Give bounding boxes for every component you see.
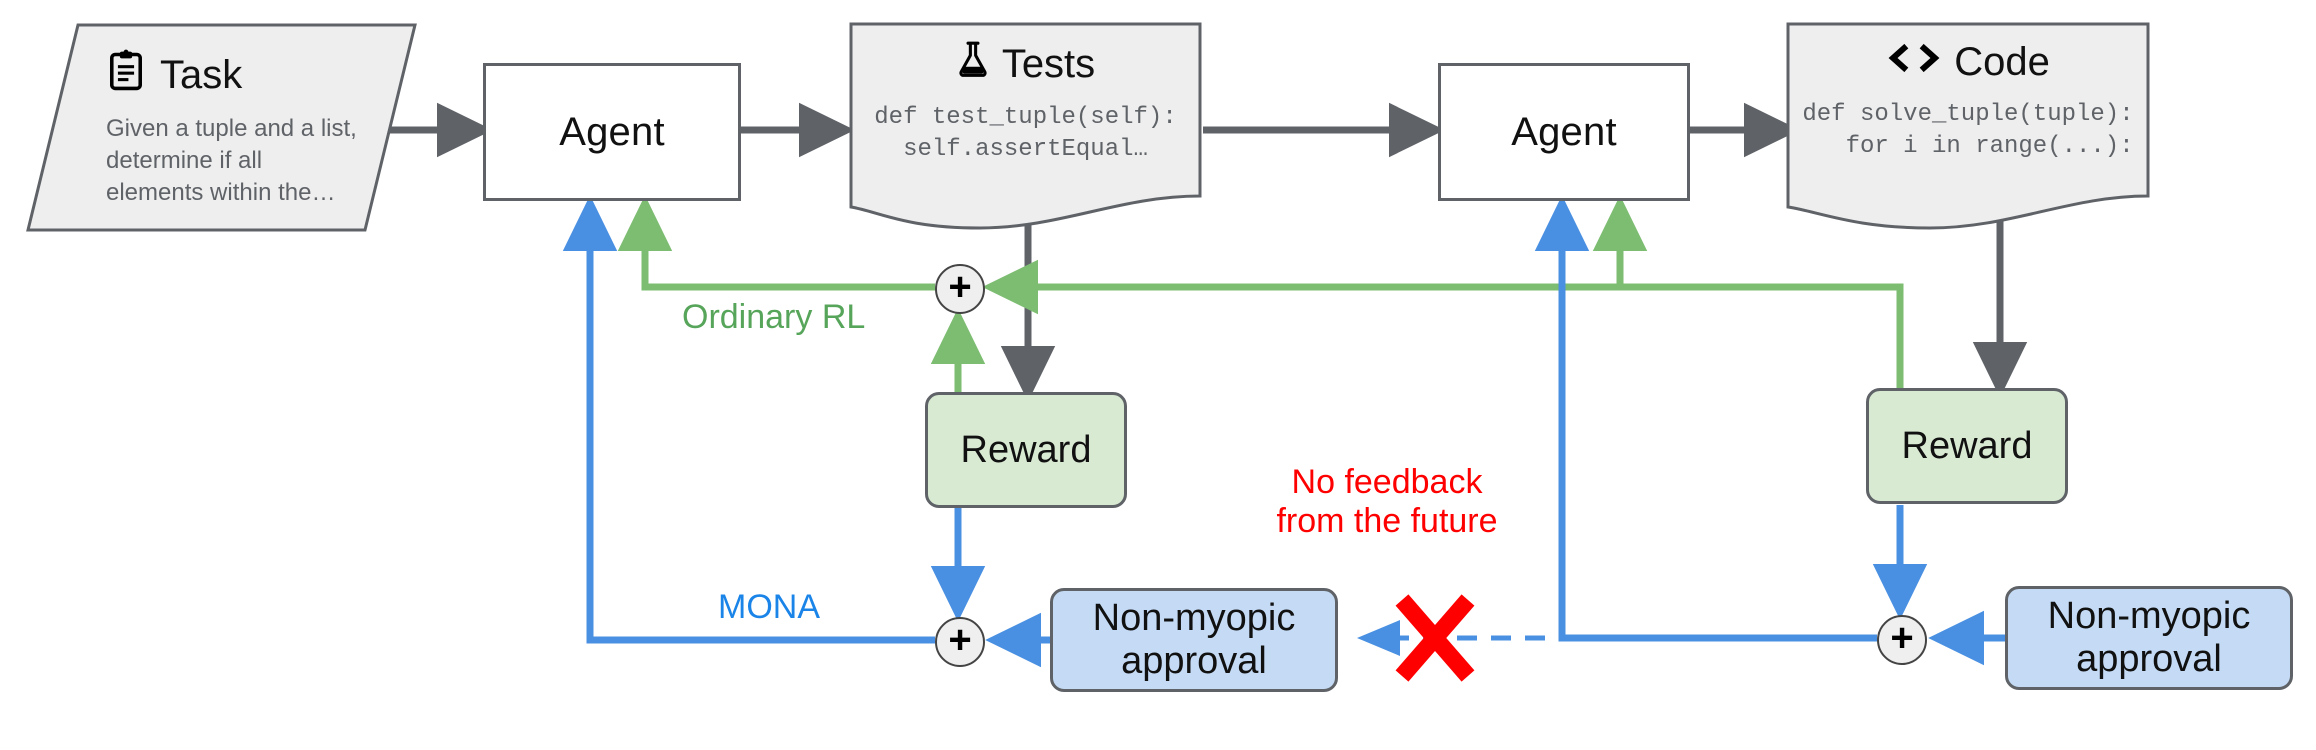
- agent-2-label: Agent: [1511, 109, 1617, 154]
- mona-label: MONA: [718, 588, 820, 626]
- reward-1-label: Reward: [960, 428, 1092, 471]
- edge-sum-mona-to-agent1: [562, 195, 935, 644]
- clipboard-icon: [106, 49, 146, 101]
- code-title-row: Code: [1886, 40, 2050, 85]
- flask-icon: [956, 40, 990, 88]
- task-node[interactable]: Task Given a tuple and a list, determine…: [28, 25, 418, 230]
- code-title: Code: [1954, 40, 2050, 84]
- red-x-icon: [1395, 594, 1475, 682]
- edge-mona-right-up-to-agent2: [1534, 195, 1720, 642]
- approval-node-2[interactable]: Non-myopic approval: [2005, 586, 2293, 690]
- ordinary-rl-label: Ordinary RL: [682, 298, 866, 336]
- code-shape: [1786, 22, 2150, 230]
- edge-reward2-to-sum-green: [982, 259, 1904, 392]
- task-title: Task: [160, 52, 243, 97]
- task-shape: [26, 23, 417, 232]
- task-title-row: Task: [106, 49, 242, 101]
- approval-1-label: Non-myopic approval: [1092, 597, 1296, 682]
- tests-title: Tests: [1001, 41, 1096, 86]
- junction-mona-sum-left[interactable]: +: [935, 617, 985, 667]
- reward-node-2[interactable]: Reward: [1866, 388, 2068, 504]
- reward-node-1[interactable]: Reward: [925, 392, 1127, 508]
- code-snippet: def solve_tuple(tuple): for i in range(.…: [1802, 101, 2134, 160]
- task-description: Given a tuple and a list, determine if a…: [106, 115, 357, 206]
- edge-sum-green-to-agent1: [617, 195, 935, 291]
- agent-1-label: Agent: [559, 109, 665, 154]
- junction-mona-sum-right[interactable]: +: [1877, 615, 1927, 665]
- junction-ordinary-rl-sum[interactable]: +: [935, 264, 985, 314]
- code-node[interactable]: Code def solve_tuple(tuple): for i in ra…: [1788, 24, 2148, 228]
- code-brackets-icon: [1886, 40, 1942, 85]
- reward-2-label: Reward: [1901, 424, 2033, 467]
- tests-title-row: Tests: [956, 40, 1095, 88]
- no-feedback-label: No feedback from the future: [1276, 463, 1498, 541]
- approval-node-1[interactable]: Non-myopic approval: [1050, 588, 1338, 692]
- tests-code-snippet: def test_tuple(self): self.assertEqual…: [874, 104, 1177, 163]
- tests-shape: [849, 22, 1202, 230]
- agent-node-2[interactable]: Agent: [1438, 63, 1690, 201]
- agent-node-1[interactable]: Agent: [483, 63, 741, 201]
- approval-2-label: Non-myopic approval: [2047, 595, 2251, 680]
- tests-node[interactable]: Tests def test_tuple(self): self.assertE…: [851, 24, 1200, 228]
